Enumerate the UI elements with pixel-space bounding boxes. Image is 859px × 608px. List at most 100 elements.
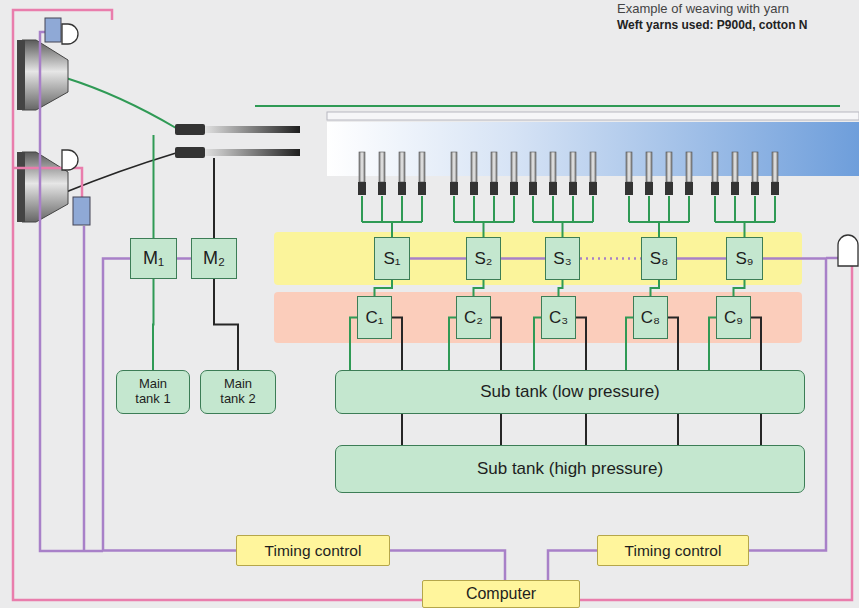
valve-box: C₃ [541,296,576,339]
node-label: S₃ [553,249,571,269]
sub-nozzles [685,152,693,195]
sub-nozzles [549,152,557,195]
sensor [73,197,90,225]
sub-nozzles [751,152,759,195]
connector-line [177,257,191,260]
sub-nozzles [645,152,653,195]
connector-line [350,318,357,371]
weft-spool [22,152,68,222]
signal-wire [13,10,852,600]
node-label: C₃ [549,308,568,328]
main-nozzle [175,124,205,135]
connector-line [677,257,726,260]
connector-line [152,279,155,370]
node-label: Computer [466,585,536,603]
main-nozzle [175,124,300,158]
node-label: Sub tank (low pressure) [480,382,660,402]
node-label: Sub tank (high pressure) [477,459,663,479]
sub-nozzles [731,152,739,195]
valve-box: C₉ [716,296,751,339]
sub-nozzles [490,152,498,195]
valve-box: C₈ [633,296,668,339]
sensor [838,235,858,266]
solenoid-box: S₁ [374,237,410,280]
connector-line [626,318,633,371]
valve-box: M₂ [191,238,237,279]
note-text: Example of weaving with yarn [617,1,789,16]
tank-box: Main tank 2 [200,370,276,414]
solenoid-box: S₃ [545,237,580,280]
connector-line [410,257,466,260]
sub-nozzles [771,152,779,195]
connector-line [474,280,484,296]
node-label: Main tank 2 [212,377,264,407]
main-nozzle [205,149,300,156]
nozzle-air-lines [362,196,775,237]
connector-line [580,257,641,260]
node-label: Timing control [625,542,722,560]
connector-line [709,318,716,371]
node-label: S₂ [475,249,493,269]
sub-nozzles [358,152,779,195]
control-box: Timing control [597,535,749,566]
node-label: S₈ [650,249,668,269]
connector-line [449,318,456,371]
sub-nozzles [625,152,633,195]
connector-line [734,280,745,296]
sub-nozzles [589,152,597,195]
weft-spool [22,40,68,110]
node-label: Timing control [265,542,362,560]
weft-yarn [66,78,840,128]
tank-box: Sub tank (high pressure) [335,445,805,493]
sub-nozzles [470,152,478,195]
main-nozzle [205,126,300,133]
valve-box: C₁ [357,296,392,339]
connector-line [534,318,541,371]
valve-box: C₂ [456,296,491,339]
connector-line [548,551,597,581]
connector-line [390,551,505,581]
connector-line [501,257,545,260]
connector-line [214,279,238,370]
node-label: S₁ [383,249,400,269]
sensor [45,18,61,42]
solenoid-box: S₈ [641,237,677,280]
sub-nozzles [450,152,458,195]
air-line [153,135,155,238]
reed-bar [327,112,859,120]
node-label: M₁ [143,248,164,269]
sub-nozzles [711,152,719,195]
sub-nozzles [398,152,406,195]
node-label: M₂ [203,248,225,269]
sub-nozzles [665,152,673,195]
weft-spool [17,152,25,222]
solenoid-box: S₉ [726,237,763,280]
control-box: Computer [422,580,580,608]
sub-nozzles [569,152,577,195]
tank-box: Main tank 1 [116,370,190,414]
sensor [45,18,858,266]
signal-wire [40,32,838,551]
solenoid-band [274,232,802,285]
valve-box: M₁ [130,238,177,279]
weft-spool [17,40,25,110]
node-label: C₂ [464,308,483,328]
sub-nozzles [378,152,386,195]
sub-nozzles [358,152,366,195]
sub-nozzles [529,152,537,195]
connector-line [375,280,393,296]
node-label: C₁ [365,308,383,328]
weft-spool [17,40,68,222]
tank-box: Sub tank (low pressure) [335,370,805,414]
sub-nozzles [510,152,518,195]
air-line [213,158,215,238]
main-nozzle [175,147,205,158]
sensor [62,24,78,44]
control-box: Timing control [236,535,390,566]
node-label: C₉ [724,308,743,328]
connector-line [651,280,660,296]
sub-nozzles [418,152,426,195]
